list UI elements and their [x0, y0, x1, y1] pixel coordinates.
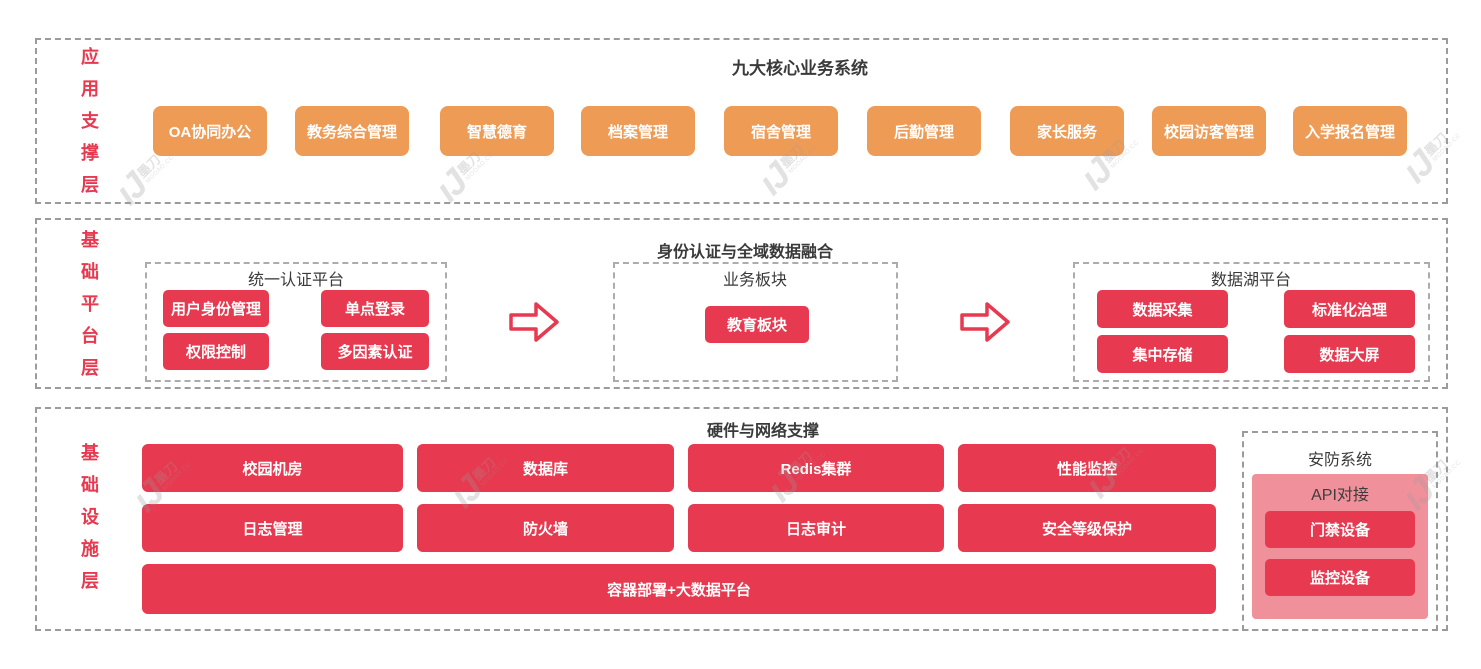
- node-surveillance-device: 监控设备: [1265, 559, 1415, 596]
- node-database: 数据库: [417, 444, 674, 492]
- application-layer-label: 应用支撑层: [79, 47, 99, 207]
- node-smart-moral-education: 智慧德育: [440, 106, 554, 156]
- node-log-mgmt: 日志管理: [142, 504, 403, 552]
- node-logistics-mgmt: 后勤管理: [867, 106, 981, 156]
- security-system-box: [1242, 431, 1438, 631]
- infrastructure-layer-title: 硬件与网络支撑: [706, 423, 820, 440]
- infrastructure-layer-label: 基础设施层: [79, 443, 99, 603]
- platform-layer-box: [35, 218, 1448, 389]
- node-single-sign-on: 单点登录: [321, 290, 429, 327]
- node-firewall: 防火墙: [417, 504, 674, 552]
- node-archive-mgmt: 档案管理: [581, 106, 695, 156]
- node-redis-cluster: Redis集群: [688, 444, 944, 492]
- node-performance-monitoring: 性能监控: [958, 444, 1216, 492]
- node-education-module: 教育板块: [705, 306, 809, 343]
- node-container-bigdata-platform: 容器部署+大数据平台: [142, 564, 1216, 614]
- infrastructure-layer-box: [35, 407, 1448, 631]
- node-log-audit: 日志审计: [688, 504, 944, 552]
- node-data-dashboard: 数据大屏: [1284, 335, 1415, 373]
- node-central-storage: 集中存储: [1097, 335, 1228, 373]
- application-layer-box: [35, 38, 1448, 204]
- node-oa-collaboration: OA协同办公: [153, 106, 267, 156]
- node-campus-server-room: 校园机房: [142, 444, 403, 492]
- platform-layer-label: 基础平台层: [79, 230, 99, 390]
- node-user-identity-mgmt: 用户身份管理: [163, 290, 269, 327]
- platform-layer-title: 身份认证与全域数据融合: [656, 244, 834, 261]
- data-lake-group-title: 数据湖平台: [1210, 272, 1292, 289]
- business-module-group-box: [613, 262, 898, 382]
- api-integration-title: API对接: [1311, 487, 1369, 504]
- unified-auth-group-title: 统一认证平台: [247, 272, 345, 289]
- node-campus-visitor-mgmt: 校园访客管理: [1152, 106, 1266, 156]
- business-module-group-title: 业务板块: [722, 272, 788, 289]
- node-parent-service: 家长服务: [1010, 106, 1124, 156]
- security-system-title: 安防系统: [1307, 452, 1373, 469]
- node-standardized-governance: 标准化治理: [1284, 290, 1415, 328]
- node-enrollment-mgmt: 入学报名管理: [1293, 106, 1407, 156]
- node-door-access-device: 门禁设备: [1265, 511, 1415, 548]
- unified-auth-group-box: [145, 262, 447, 382]
- flow-arrow-icon: [509, 302, 559, 342]
- node-security-level-protection: 安全等级保护: [958, 504, 1216, 552]
- flow-arrow-icon: [960, 302, 1010, 342]
- node-data-collection: 数据采集: [1097, 290, 1228, 328]
- application-layer-title: 九大核心业务系统: [732, 59, 868, 78]
- node-multi-factor-auth: 多因素认证: [321, 333, 429, 370]
- data-lake-group-box: [1073, 262, 1430, 382]
- node-access-control: 权限控制: [163, 333, 269, 370]
- node-academic-affairs-mgmt: 教务综合管理: [295, 106, 409, 156]
- node-dormitory-mgmt: 宿舍管理: [724, 106, 838, 156]
